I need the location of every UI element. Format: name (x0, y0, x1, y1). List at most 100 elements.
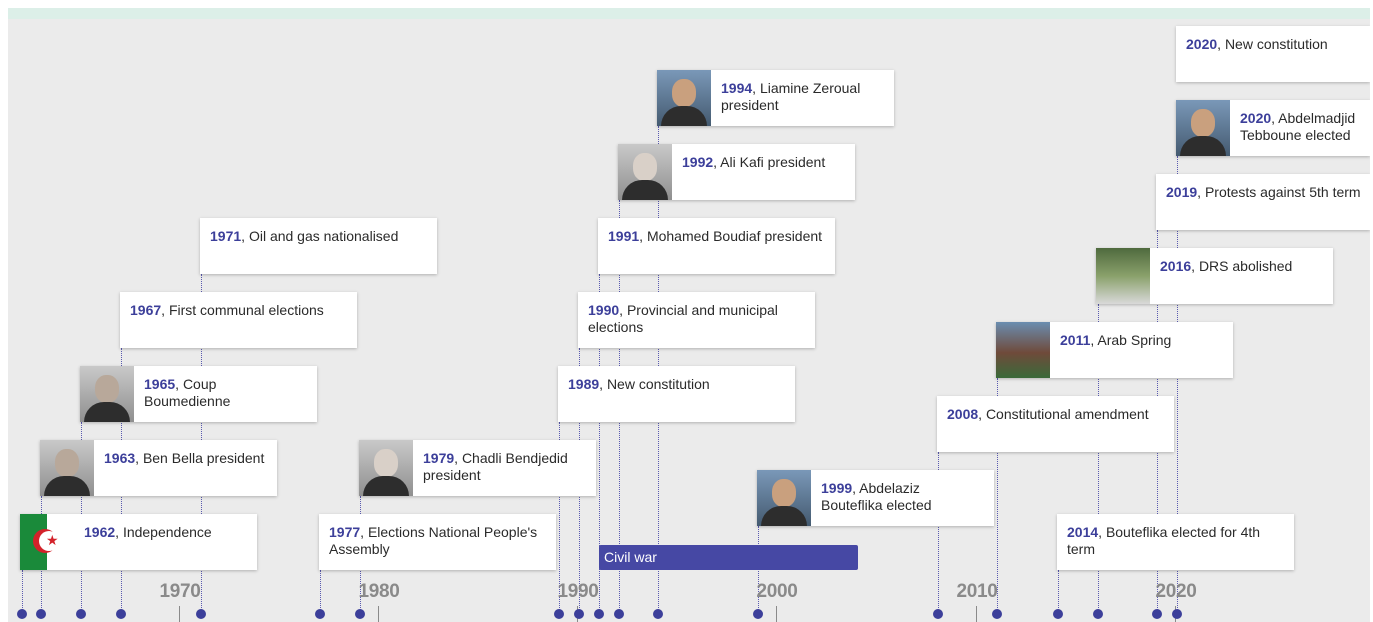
connector-1989 (559, 422, 560, 614)
connector-1991 (599, 274, 600, 614)
event-year: 1994 (721, 80, 753, 96)
event-card-1965: 1965, Coup Boumedienne (80, 366, 317, 422)
event-year: 2011 (1060, 332, 1091, 348)
event-text: Oil and gas nationalised (248, 228, 399, 244)
timeline-dot-1991 (594, 609, 604, 619)
event-year: 2014 (1067, 524, 1099, 540)
connector-2016 (1098, 304, 1099, 614)
event-text: Independence (122, 524, 212, 540)
timeline-dot-1999 (753, 609, 763, 619)
timeline-dot-1979 (355, 609, 365, 619)
event-text: Chadli Bendjedid president (423, 450, 568, 483)
timeline-dot-1971 (196, 609, 206, 619)
event-card-1989: 1989, New constitution (558, 366, 795, 422)
top-strip (8, 8, 1370, 19)
event-year: 1965 (144, 376, 176, 392)
portrait-tebboune-image (1176, 100, 1230, 156)
event-year: 1992 (682, 154, 714, 170)
timeline-diagram: 1970 1980 1990 2000 2010 2020 Civil war … (8, 8, 1370, 622)
timeline-dot-1989 (554, 609, 564, 619)
connector-1977 (320, 570, 321, 614)
event-text: Ali Kafi president (720, 154, 826, 170)
axis-label-1980: 1980 (358, 581, 400, 602)
timeline-dot-1990 (574, 609, 584, 619)
event-card-2016: 2016, DRS abolished (1096, 248, 1333, 304)
event-card-1971: 1971, Oil and gas nationalised (200, 218, 437, 274)
event-card-1991: 1991, Mohamed Boudiaf president (598, 218, 835, 274)
event-text: New constitution (606, 376, 710, 392)
civil-war-period-bar: Civil war (599, 545, 858, 570)
connector-2020-tebboune (1177, 156, 1178, 614)
event-card-1999: 1999, Abdelaziz Bouteflika elected (757, 470, 994, 526)
portrait-boumedienne-image (80, 366, 134, 422)
event-text: First communal elections (168, 302, 324, 318)
portrait-bouteflika-image (757, 470, 811, 526)
event-year: 1962 (84, 524, 116, 540)
axis-label-2000: 2000 (756, 581, 798, 602)
timeline-dot-2016 (1093, 609, 1103, 619)
event-card-2020-constitution: 2020, New constitution (1176, 26, 1370, 82)
portrait-zeroual-image (657, 70, 711, 126)
event-year: 2019 (1166, 184, 1198, 200)
event-text: Abdelaziz Bouteflika elected (821, 480, 932, 513)
event-text: New constitution (1224, 36, 1328, 52)
event-year: 1990 (588, 302, 620, 318)
event-card-1962: ★ 1962, Independence (20, 514, 257, 570)
axis-tick-1980 (378, 606, 379, 622)
algerian-flag-image: ★ (20, 514, 74, 570)
event-year: 1963 (104, 450, 136, 466)
timeline-dot-2020 (1172, 609, 1182, 619)
event-year: 1967 (130, 302, 162, 318)
event-text: Abdelmadjid Tebboune elected (1240, 110, 1356, 143)
axis-label-2020: 2020 (1155, 581, 1197, 602)
event-year: 2020 (1186, 36, 1218, 52)
event-card-2011: 2011, Arab Spring (996, 322, 1233, 378)
connector-2008 (938, 452, 939, 614)
event-text: Coup Boumedienne (144, 376, 231, 409)
timeline-dot-1965 (76, 609, 86, 619)
event-card-1992: 1992, Ali Kafi president (618, 144, 855, 200)
axis-label-1970: 1970 (159, 581, 201, 602)
event-year: 1991 (608, 228, 640, 244)
timeline-dot-1994 (653, 609, 663, 619)
military-photo-image (1096, 248, 1150, 304)
event-card-2014: 2014, Bouteflika elected for 4th term (1057, 514, 1294, 570)
event-text: Ben Bella president (142, 450, 265, 466)
event-card-1994: 1994, Liamine Zeroual president (657, 70, 894, 126)
timeline-dot-1962 (17, 609, 27, 619)
event-text: Constitutional amendment (985, 406, 1149, 422)
event-year: 1989 (568, 376, 600, 392)
event-text: Bouteflika elected for 4th term (1067, 524, 1261, 557)
event-year: 1977 (329, 524, 361, 540)
event-text: Arab Spring (1097, 332, 1172, 348)
event-card-2008: 2008, Constitutional amendment (937, 396, 1174, 452)
axis-tick-2000 (776, 606, 777, 622)
portrait-chadli-image (359, 440, 413, 496)
crowd-photo-image (996, 322, 1050, 378)
event-card-1977: 1977, Elections National People's Assemb… (319, 514, 556, 570)
event-card-2019: 2019, Protests against 5th term (1156, 174, 1370, 230)
event-card-1963: 1963, Ben Bella president (40, 440, 277, 496)
axis-label-2010: 2010 (956, 581, 998, 602)
event-year: 2008 (947, 406, 979, 422)
timeline-dot-1992 (614, 609, 624, 619)
event-year: 1999 (821, 480, 853, 496)
event-card-2020-tebboune: 2020, Abdelmadjid Tebboune elected (1176, 100, 1370, 156)
portrait-ben-bella-image (40, 440, 94, 496)
connector-1962 (22, 570, 23, 614)
connector-2014 (1058, 570, 1059, 614)
event-text: Provincial and municipal elections (588, 302, 778, 335)
axis-tick-1970 (179, 606, 180, 622)
timeline-dot-2019 (1152, 609, 1162, 619)
timeline-dot-2014 (1053, 609, 1063, 619)
event-year: 1979 (423, 450, 455, 466)
timeline-dot-2008 (933, 609, 943, 619)
connector-2011 (997, 378, 998, 614)
event-card-1990: 1990, Provincial and municipal elections (578, 292, 815, 348)
event-text: Protests against 5th term (1204, 184, 1361, 200)
event-text: Elections National People's Assembly (329, 524, 538, 557)
event-year: 2020 (1240, 110, 1272, 126)
timeline-dot-1977 (315, 609, 325, 619)
axis-label-1990: 1990 (557, 581, 599, 602)
timeline-dot-1967 (116, 609, 126, 619)
